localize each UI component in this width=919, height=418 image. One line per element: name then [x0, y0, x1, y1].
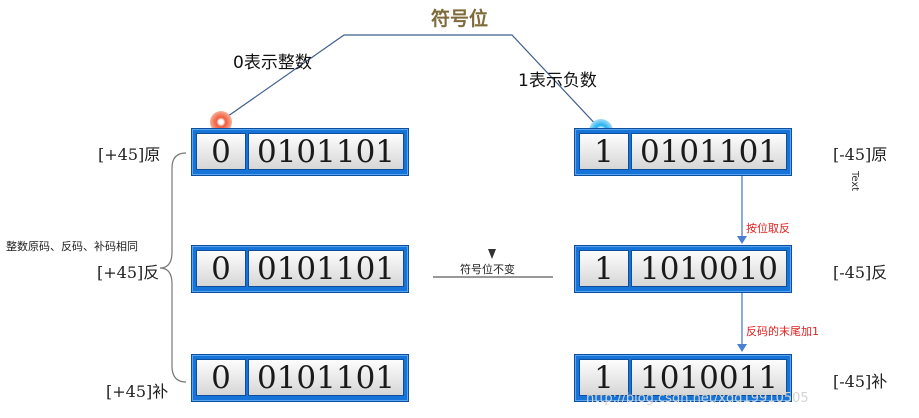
sign-bit: 0 [196, 359, 246, 396]
magnitude-bits: 0101101 [248, 133, 404, 170]
invert-note: 按位取反 [746, 222, 790, 235]
left-brace [159, 152, 187, 383]
positive-sign-marker [210, 111, 232, 133]
add-one-note: 反码的末尾加1 [746, 325, 819, 338]
sign-bit: 1 [579, 250, 629, 287]
pos-original-label: [+45]原 [98, 145, 161, 164]
add-one-arrow-head [737, 344, 747, 352]
sign-bit: 1 [579, 359, 629, 396]
positive-sign-label: 0表示整数 [233, 53, 312, 73]
neg-original-register: 1 0101101 [574, 128, 792, 176]
sign-bit: 1 [579, 133, 629, 170]
neg-ones-complement-label: [-45]反 [833, 263, 888, 282]
magnitude-bits: 1010010 [631, 250, 787, 287]
pos-twos-complement-register: 0 0101101 [191, 354, 409, 402]
magnitude-bits: 0101101 [631, 133, 787, 170]
watermark: http://blog.csdn.net/xdd19910505 [586, 391, 809, 406]
magnitude-bits: 0101101 [248, 250, 404, 287]
sign-bit: 0 [196, 133, 246, 170]
text-vertical-label: Text [849, 171, 860, 192]
middle-marker-triangle [488, 249, 496, 259]
same-note-label: 整数原码、反码、补码相同 [6, 240, 138, 253]
pos-twos-complement-label: [+45]补 [106, 382, 169, 401]
sign-unchanged-label: 符号位不变 [460, 263, 515, 276]
neg-twos-complement-register: 1 1010011 [574, 354, 792, 402]
pos-ones-complement-register: 0 0101101 [191, 245, 409, 293]
neg-twos-complement-label: [-45]补 [833, 372, 888, 391]
neg-ones-complement-register: 1 1010010 [574, 245, 792, 293]
magnitude-bits: 0101101 [248, 359, 404, 396]
pos-original-register: 0 0101101 [191, 128, 409, 176]
pos-ones-complement-label: [+45]反 [97, 263, 160, 282]
negative-sign-label: 1表示负数 [518, 71, 597, 91]
invert-arrow-head [737, 236, 747, 244]
magnitude-bits: 1010011 [631, 359, 787, 396]
diagram-title: 符号位 [430, 8, 488, 30]
sign-bit: 0 [196, 250, 246, 287]
neg-original-label: [-45]原 [833, 145, 888, 164]
